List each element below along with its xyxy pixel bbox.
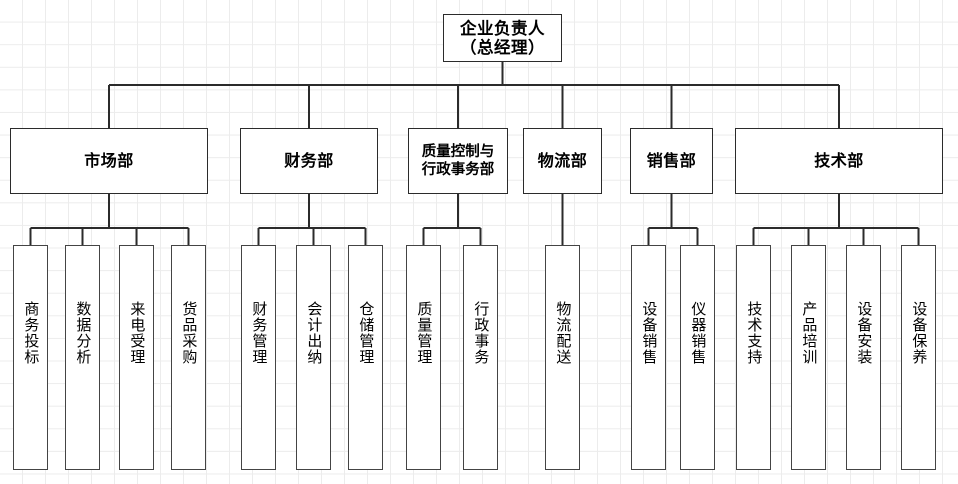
org-node-leaf-label: 来电受理 xyxy=(128,301,147,365)
org-node-dept-label: 销售部 xyxy=(646,150,697,170)
org-node-leaf-label: 设备销售 xyxy=(640,301,659,365)
org-node-dept-label: 财务部 xyxy=(284,150,334,170)
org-node-root-label: 企业负责人 （总经理） xyxy=(460,18,545,57)
org-node-leaf-sales-1[interactable]: 仪器销售 xyxy=(680,245,715,470)
org-node-leaf-technical-3[interactable]: 设备保养 xyxy=(901,245,936,470)
org-node-leaf-quality-1[interactable]: 行政事务 xyxy=(463,245,498,470)
org-node-leaf-label: 物流配送 xyxy=(554,301,573,365)
org-node-leaf-market-1[interactable]: 数据分析 xyxy=(65,245,100,470)
org-node-dept-label: 物流部 xyxy=(537,150,588,170)
org-node-leaf-finance-2[interactable]: 仓储管理 xyxy=(348,245,383,470)
org-node-root[interactable]: 企业负责人 （总经理） xyxy=(443,14,562,62)
org-node-dept-label: 技术部 xyxy=(814,150,864,170)
org-node-leaf-finance-0[interactable]: 财务管理 xyxy=(241,245,276,470)
org-node-leaf-label: 设备保养 xyxy=(910,301,929,365)
org-node-leaf-label: 会计出纳 xyxy=(305,301,324,365)
org-node-dept-logistics[interactable]: 物流部 xyxy=(523,128,602,194)
org-node-leaf-label: 设备安装 xyxy=(855,301,874,365)
org-node-leaf-logistics-0[interactable]: 物流配送 xyxy=(545,245,580,470)
org-node-leaf-technical-1[interactable]: 产品培训 xyxy=(791,245,826,470)
org-node-leaf-label: 商务投标 xyxy=(22,301,41,365)
org-node-leaf-label: 技术支持 xyxy=(745,301,764,365)
org-node-dept-finance[interactable]: 财务部 xyxy=(240,128,378,194)
org-node-leaf-label: 行政事务 xyxy=(472,301,491,365)
org-node-leaf-label: 仓储管理 xyxy=(357,301,376,365)
org-node-leaf-technical-0[interactable]: 技术支持 xyxy=(736,245,771,470)
org-node-leaf-quality-0[interactable]: 质量管理 xyxy=(406,245,441,470)
org-node-leaf-label: 货品采购 xyxy=(180,301,199,365)
org-node-leaf-label: 仪器销售 xyxy=(689,301,708,365)
org-node-leaf-market-2[interactable]: 来电受理 xyxy=(119,245,154,470)
org-node-leaf-technical-2[interactable]: 设备安装 xyxy=(846,245,881,470)
org-node-leaf-label: 质量管理 xyxy=(415,301,434,365)
org-node-dept-quality[interactable]: 质量控制与 行政事务部 xyxy=(408,128,508,194)
org-node-leaf-label: 产品培训 xyxy=(800,301,819,365)
org-node-leaf-market-0[interactable]: 商务投标 xyxy=(13,245,48,470)
org-node-leaf-market-3[interactable]: 货品采购 xyxy=(171,245,206,470)
org-node-dept-label: 质量控制与 行政事务部 xyxy=(421,143,495,178)
org-node-dept-label: 市场部 xyxy=(84,150,134,170)
org-node-leaf-finance-1[interactable]: 会计出纳 xyxy=(296,245,331,470)
org-node-dept-sales[interactable]: 销售部 xyxy=(630,128,713,194)
org-node-leaf-label: 数据分析 xyxy=(74,301,93,365)
org-node-dept-technical[interactable]: 技术部 xyxy=(735,128,943,194)
org-node-dept-market[interactable]: 市场部 xyxy=(10,128,208,194)
org-node-leaf-label: 财务管理 xyxy=(250,301,269,365)
org-node-leaf-sales-0[interactable]: 设备销售 xyxy=(631,245,666,470)
